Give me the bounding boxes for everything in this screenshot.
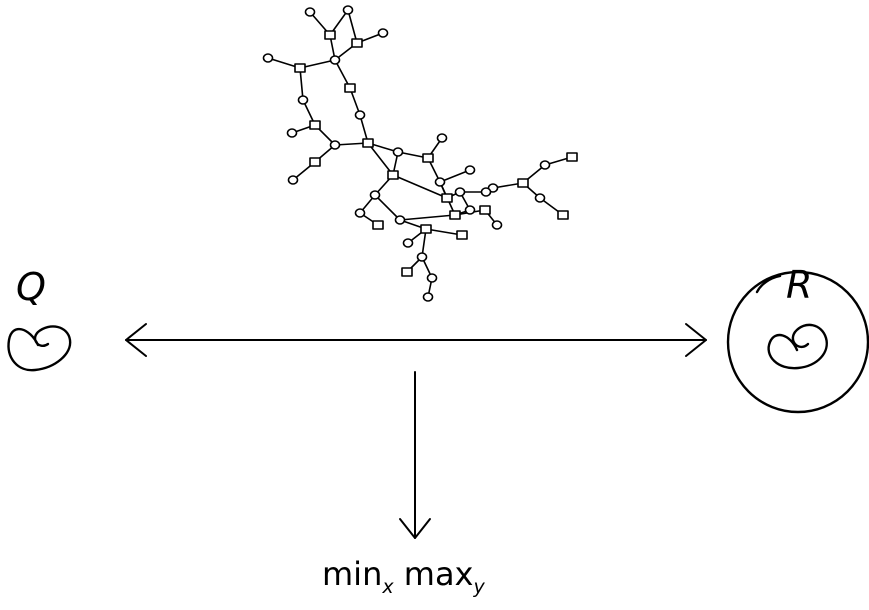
network-circle-node	[329, 140, 341, 150]
network-circle-node	[480, 187, 492, 197]
network-edge	[425, 228, 463, 236]
network-circle-node	[354, 208, 366, 218]
network-square-node	[309, 157, 321, 167]
network-square-node	[456, 230, 468, 240]
network-circle-node	[392, 147, 404, 157]
network-edge	[299, 59, 336, 69]
network-circle-node	[342, 5, 354, 15]
max-operator: max	[403, 555, 474, 593]
network-edge	[392, 174, 448, 199]
network-square-node	[479, 205, 491, 215]
right-arrowhead-icon	[685, 323, 707, 357]
network-square-node	[351, 38, 363, 48]
network-square-node	[362, 138, 374, 148]
network-square-node	[309, 120, 321, 130]
network-circle-node	[534, 193, 546, 203]
r-outer-circle	[726, 270, 869, 414]
network-circle-node	[454, 187, 466, 197]
network-circle-node	[416, 252, 428, 262]
r-tick-icon	[755, 274, 782, 294]
network-square-node	[401, 267, 413, 277]
network-circle-node	[464, 165, 476, 175]
network-circle-node	[304, 7, 316, 17]
min-operator: min	[322, 555, 383, 593]
label-q: Q	[16, 265, 46, 309]
network-circle-node	[426, 273, 438, 283]
network-square-node	[372, 220, 384, 230]
network-square-node	[422, 153, 434, 163]
network-square-node	[294, 63, 306, 73]
network-circle-node	[287, 175, 299, 185]
q-curl-icon	[7, 325, 72, 372]
min-subscript: x	[382, 576, 394, 598]
network-square-node	[566, 152, 578, 162]
network-circle-node	[262, 53, 274, 63]
network-graph	[262, 5, 578, 302]
network-circle-node	[464, 205, 476, 215]
label-r: R	[786, 263, 813, 307]
down-arrowhead-icon	[399, 518, 431, 539]
max-subscript: y	[473, 576, 485, 598]
network-square-node	[344, 83, 356, 93]
network-circle-node	[402, 238, 414, 248]
network-circle-node	[434, 177, 446, 187]
network-circle-node	[394, 215, 406, 225]
network-square-node	[557, 210, 569, 220]
network-square-node	[420, 224, 432, 234]
left-arrowhead-icon	[125, 323, 147, 357]
r-curl-icon	[767, 323, 828, 370]
network-circle-node	[377, 28, 389, 38]
network-edge	[299, 67, 304, 101]
network-edge	[399, 214, 456, 221]
network-circle-node	[354, 110, 366, 120]
network-circle-node	[422, 292, 434, 302]
network-square-node	[449, 210, 461, 220]
network-circle-node	[297, 95, 309, 105]
network-circle-node	[286, 128, 298, 138]
network-circle-node	[436, 133, 448, 143]
network-square-node	[324, 30, 336, 40]
network-edge	[439, 169, 471, 183]
network-circle-node	[491, 220, 503, 230]
network-square-node	[387, 170, 399, 180]
network-square-node	[441, 193, 453, 203]
network-circle-node	[329, 55, 341, 65]
network-circle-node	[369, 190, 381, 200]
network-square-node	[517, 178, 529, 188]
network-edge	[374, 194, 401, 221]
min-max-formula: minx maxy	[322, 555, 485, 597]
network-edge	[347, 9, 358, 44]
network-edge	[367, 142, 394, 176]
network-circle-node	[539, 160, 551, 170]
